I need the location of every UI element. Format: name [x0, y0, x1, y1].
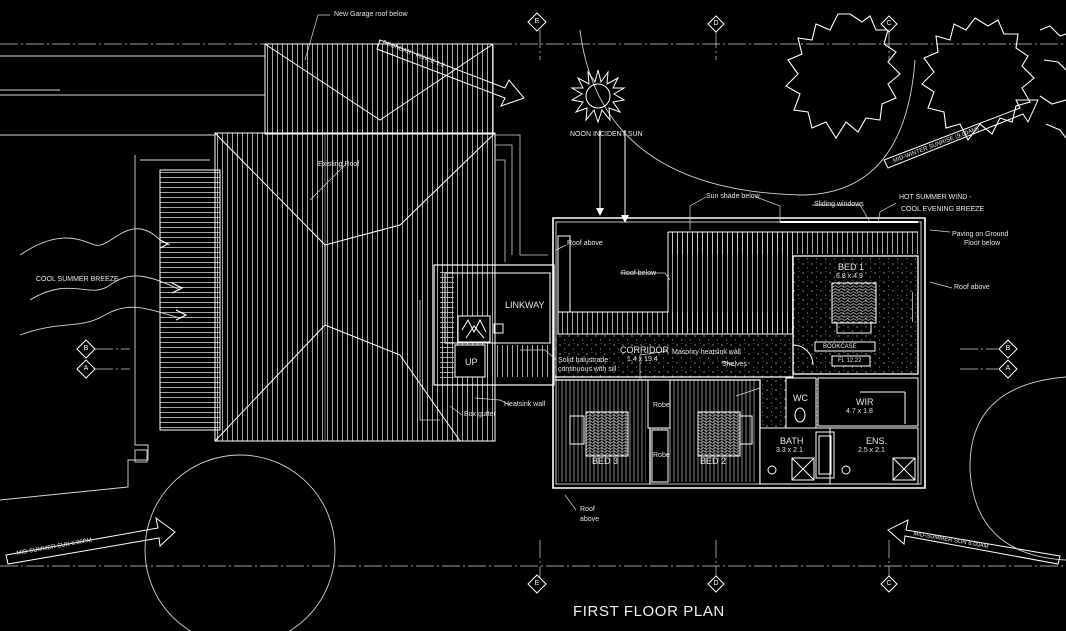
roof-above-label-2: Roof above — [954, 284, 990, 291]
masonry-wall-label: Masonry heatsink wall — [672, 349, 741, 356]
wind-arrow-right — [883, 99, 1039, 169]
roof-above-label-1: Roof above — [567, 240, 603, 247]
bookcase-label: BOOKCASE — [823, 344, 857, 350]
tree-symbols — [785, 13, 1066, 142]
wet-areas — [759, 377, 919, 485]
summer-sun-am-arrow — [887, 519, 1061, 565]
grid-tag-left-2: A — [83, 365, 89, 372]
grid-tag-top-2: D — [713, 20, 719, 27]
roof-above-label-3: Roof — [580, 506, 595, 513]
fascia-lines — [419, 134, 548, 421]
grid-markers — [76, 12, 1018, 594]
bed-3-label: BED 3 — [592, 456, 619, 466]
leader-lines — [304, 14, 953, 511]
corridor — [555, 335, 814, 378]
ens-label: ENS. — [866, 436, 888, 446]
solid-balustrade-label: Solid balustrade — [558, 357, 609, 364]
shelves-label: Shelves — [722, 361, 747, 368]
grid-tag-right-1: B — [1005, 345, 1011, 352]
new-garage-roof-label: New Garage roof below — [334, 11, 408, 18]
roof-below — [557, 231, 918, 335]
hot-summer-wind-label: HOT SUMMER WIND - — [899, 194, 972, 201]
up-label: UP — [465, 357, 478, 367]
ens-dim-label: 2.5 x 2.1 — [858, 447, 885, 454]
noon-sun-label: NOON INCIDENT SUN — [570, 131, 643, 138]
noon-sun-icon — [570, 69, 629, 223]
box-gutter-label: Box gutter — [464, 411, 496, 418]
robe-label-2: Robe — [653, 452, 670, 459]
garage-roof — [264, 43, 494, 135]
existing-roof-label: Existing Roof — [318, 161, 360, 168]
grid-tag-bottom-1: E — [534, 580, 540, 587]
bed-2-label: BED 2 — [700, 456, 727, 466]
wir-label: WIR — [856, 397, 874, 407]
floor-level-label: FL 12.22 — [838, 358, 862, 364]
site-outline-left — [0, 55, 265, 501]
robe-label-1: Robe — [653, 402, 670, 409]
sun-shade-label: Sun shade below — [706, 193, 760, 200]
roof-below-label: Roof below — [621, 270, 657, 277]
drawing-title: FIRST FLOOR PLAN — [573, 603, 725, 620]
grid-tag-left-1: B — [83, 345, 89, 352]
wir-dim-label: 4.7 x 1.8 — [846, 408, 873, 415]
bedroom-2-3 — [555, 379, 761, 484]
continuous-sill-label: continuous with sill — [558, 366, 617, 373]
grid-tag-top-1: E — [534, 18, 540, 25]
bed-1-label: BED 1 — [838, 262, 865, 272]
grid-tag-top-3: C — [886, 20, 892, 27]
bed-1-room — [792, 255, 919, 375]
cool-evening-breeze-label: COOL EVENING BREEZE — [901, 206, 984, 213]
floor-below-label: Floor below — [964, 240, 1001, 247]
linkway-label: LINKWAY — [505, 300, 545, 310]
grid-tag-bottom-3: C — [886, 580, 892, 587]
roof-above-label-3b: above — [580, 516, 600, 523]
grid-lines — [0, 30, 1066, 580]
sliding-windows-label: Sliding windows — [814, 201, 864, 208]
paving-label: Paving on Ground — [952, 231, 1009, 238]
breeze-arrows-left — [159, 239, 188, 321]
bath-label: BATH — [780, 436, 804, 446]
corridor-dim-label: 1.4 x 19.4 — [627, 356, 658, 363]
wc-label: WC — [793, 393, 808, 403]
boundary-fence-top — [376, 39, 525, 107]
corridor-label: CORRIDOR — [620, 345, 669, 355]
bed-1-dim-label: 6.8 x 4.9 — [836, 273, 863, 280]
heatsink-wall-label: Heatsink wall — [504, 401, 546, 408]
grid-tag-bottom-2: D — [713, 580, 719, 587]
bath-dim-label: 3.3 x 2.1 — [776, 447, 803, 454]
breeze-lines-left — [19, 228, 181, 336]
cool-summer-breeze-label: COOL SUMMER BREEZE — [36, 276, 119, 283]
grid-tag-right-2: A — [1005, 365, 1011, 372]
summer-sun-pm-arrow — [5, 516, 176, 565]
